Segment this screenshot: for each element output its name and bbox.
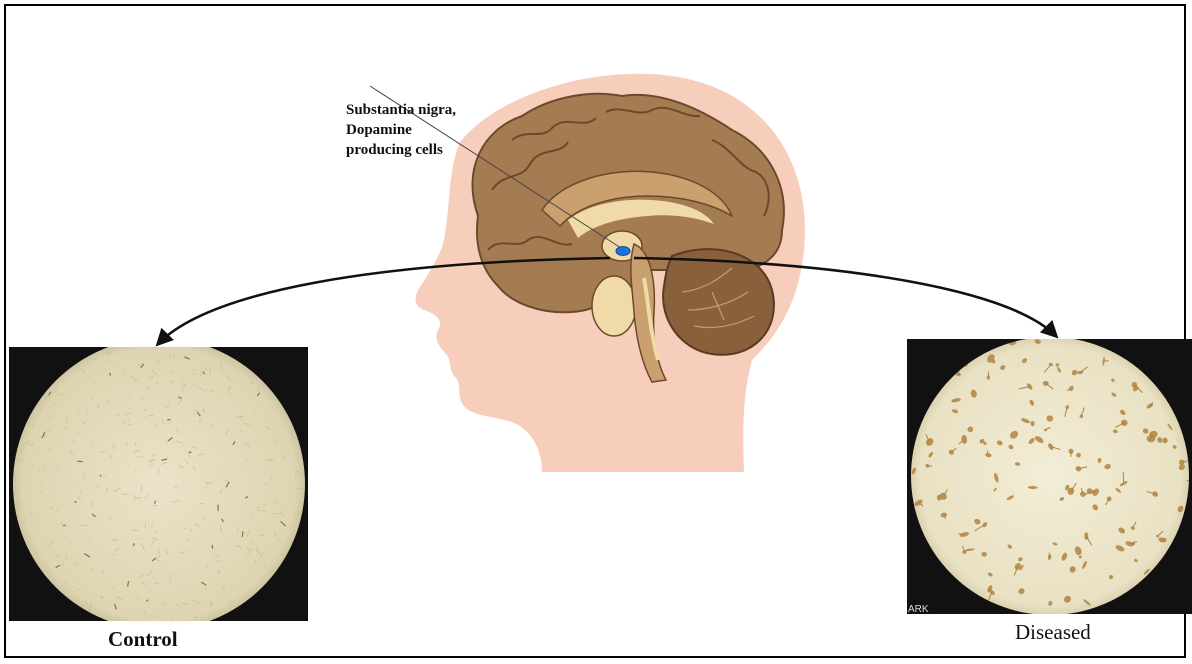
- arrow-left-icon: [158, 258, 610, 344]
- callout-line-2: Dopamine: [346, 120, 456, 140]
- callout-line-3: producing cells: [346, 140, 456, 160]
- control-micrograph: [9, 347, 308, 621]
- diseased-micrograph: [907, 339, 1192, 614]
- diseased-caption: Diseased: [1015, 620, 1091, 645]
- control-caption: Control: [108, 627, 178, 652]
- arrow-right-icon: [634, 258, 1056, 336]
- watermark-text: ARK: [908, 604, 929, 615]
- substantia-nigra-label: Substantia nigra, Dopamine producing cel…: [346, 100, 456, 160]
- callout-line-1: Substantia nigra,: [346, 100, 456, 120]
